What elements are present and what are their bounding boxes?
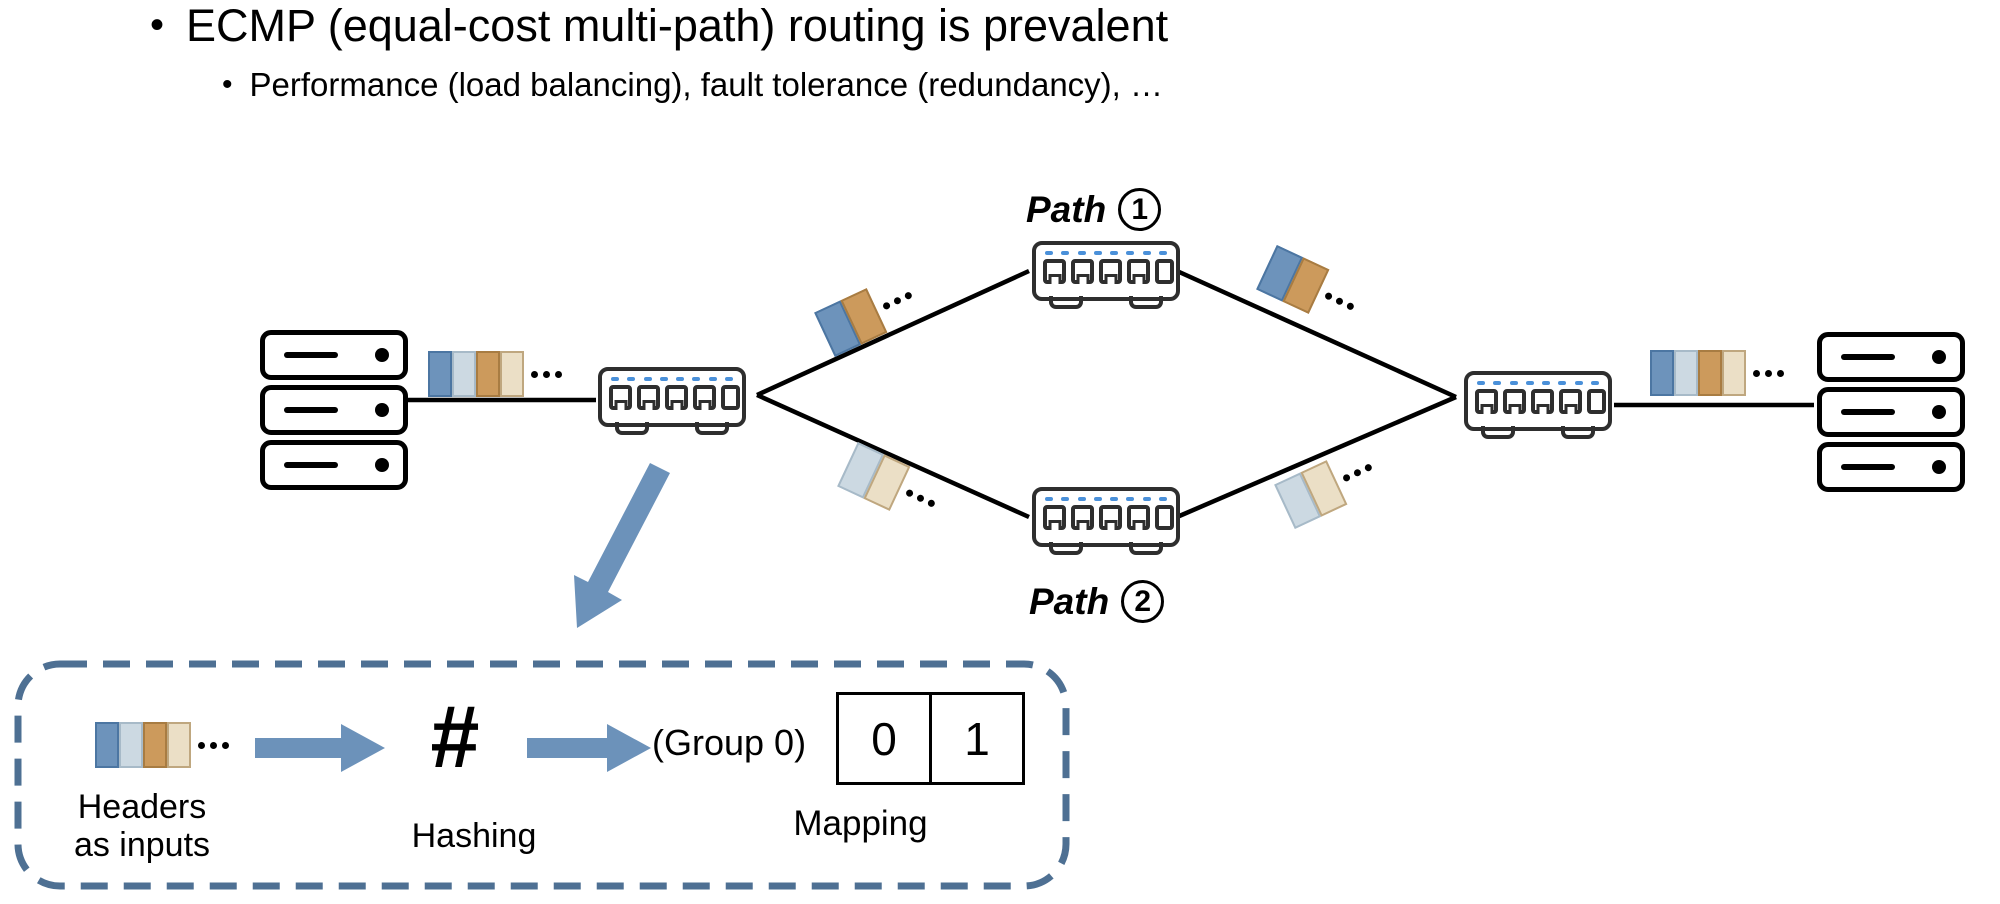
port-row — [1475, 389, 1608, 414]
switch-path1-icon — [1032, 241, 1180, 309]
title-bullet: • ECMP (equal-cost multi-path) routing i… — [150, 0, 1168, 52]
packet-icon — [1722, 350, 1746, 396]
port-row — [1043, 259, 1176, 284]
server-icon — [1817, 387, 1965, 437]
server-icon — [260, 385, 408, 435]
hashing-caption: Hashing — [411, 817, 537, 855]
mapping-table: 0 1 — [836, 692, 1025, 785]
path1-number: 1 — [1118, 188, 1162, 231]
subtitle-text: Performance (load balancing), fault tole… — [249, 66, 1163, 103]
led-row — [1045, 497, 1167, 501]
packet-icon — [119, 722, 143, 768]
subtitle-bullet: • Performance (load balancing), fault to… — [222, 66, 1163, 104]
server-icon — [1817, 332, 1965, 382]
packet-group-headers — [95, 722, 229, 768]
packet-icon — [1674, 350, 1698, 396]
group-label: (Group 0) — [652, 722, 807, 763]
packet-group-right — [1650, 350, 1784, 396]
packet-icon — [500, 351, 524, 397]
port-row — [609, 385, 742, 410]
packet-icon — [95, 722, 119, 768]
path2-text: Path — [1029, 580, 1110, 622]
bullet-marker: • — [150, 3, 165, 47]
path2-number: 2 — [1121, 580, 1165, 623]
switch-right-icon — [1464, 371, 1612, 439]
packet-pair-path2-in — [837, 442, 945, 527]
packet-group-left — [428, 351, 562, 397]
packet-icon — [476, 351, 500, 397]
ellipsis-dots — [904, 488, 936, 508]
headers-caption: Headers as inputs — [73, 788, 211, 865]
bullet-marker: • — [222, 68, 233, 101]
dashed-border-icon — [14, 660, 1070, 890]
mapping-cell-0: 0 — [836, 692, 932, 785]
packet-icon — [1698, 350, 1722, 396]
packet-pair-path1-out — [1256, 245, 1364, 330]
server-icon — [260, 440, 408, 490]
path2-label: Path 2 — [1029, 580, 1165, 623]
port-row — [1043, 505, 1176, 530]
flow-arrow-1-icon — [255, 724, 385, 772]
switch-path2-icon — [1032, 487, 1180, 555]
mapping-cell-1: 1 — [932, 692, 1025, 785]
down-left-arrow-icon — [574, 463, 670, 628]
hash-explainer-box — [14, 660, 1070, 890]
hash-symbol: # — [430, 687, 480, 786]
switch-left-icon — [598, 367, 746, 435]
server-stack-left — [260, 330, 408, 490]
led-row — [1045, 251, 1167, 255]
server-stack-right — [1817, 332, 1965, 492]
server-icon — [260, 330, 408, 380]
ellipsis-dots — [881, 291, 913, 311]
ellipsis-dots — [531, 370, 562, 378]
led-row — [1477, 381, 1599, 385]
packet-pair-path1-in — [814, 272, 922, 357]
packet-icon — [167, 722, 191, 768]
packet-pair-path2-out — [1274, 444, 1382, 529]
mapping-caption: Mapping — [793, 804, 928, 843]
packet-icon — [428, 351, 452, 397]
packet-icon — [452, 351, 476, 397]
path1-text: Path — [1026, 188, 1107, 230]
ellipsis-dots — [1753, 369, 1784, 377]
packet-icon — [143, 722, 167, 768]
ellipsis-dots — [1341, 463, 1373, 483]
path1-label: Path 1 — [1026, 188, 1162, 231]
ellipsis-dots — [198, 741, 229, 749]
led-row — [611, 377, 733, 381]
server-icon — [1817, 442, 1965, 492]
ellipsis-dots — [1323, 291, 1355, 311]
flow-arrow-2-icon — [527, 724, 651, 772]
title-text: ECMP (equal-cost multi-path) routing is … — [186, 0, 1169, 51]
packet-icon — [1650, 350, 1674, 396]
